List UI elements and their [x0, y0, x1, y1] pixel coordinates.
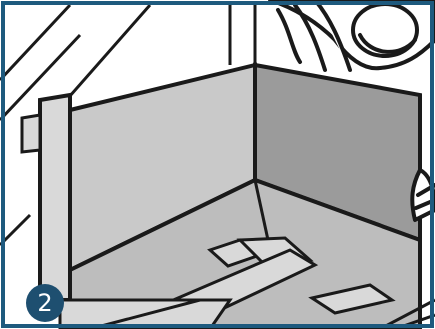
stud-block: [22, 115, 40, 152]
step-number-badge: 2: [27, 285, 63, 321]
front-stud: [40, 95, 70, 300]
